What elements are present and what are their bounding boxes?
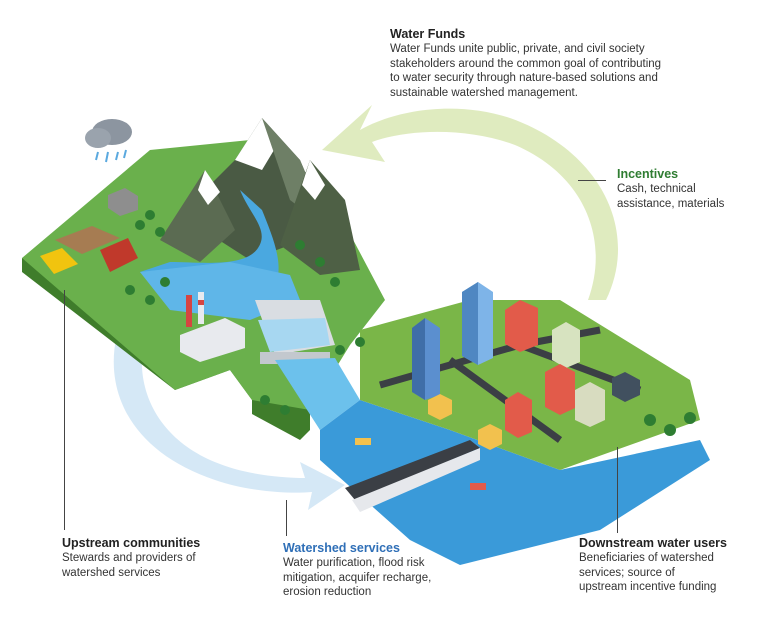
watershed-services-title: Watershed services [283, 541, 400, 555]
water-funds-title: Water Funds [390, 27, 466, 41]
upstream-communities-description: Stewards and providers of watershed serv… [62, 552, 196, 579]
downstream-island-water [320, 400, 710, 565]
downstream-leader-line [617, 447, 618, 533]
farm [40, 188, 138, 274]
water-funds-description: Water Funds unite public, private, and c… [390, 43, 662, 99]
dam [255, 300, 335, 364]
downstream-water-users-description: Beneficiaries of watershed services; sou… [579, 552, 717, 593]
power-plant [180, 292, 245, 362]
incentives-description: Cash, technical assistance, materials [617, 183, 725, 210]
incentives-callout: Incentives Cash, technical assistance, m… [617, 167, 757, 211]
boat [355, 438, 371, 445]
city-buildings [412, 282, 640, 450]
mountain-range [160, 118, 360, 275]
watershed-services-callout: Watershed services Water purification, f… [283, 541, 453, 600]
upstream-leader-line [64, 290, 65, 530]
downstream-island-top [360, 300, 700, 470]
rain-cloud [85, 119, 132, 163]
incentives-title: Incentives [617, 167, 679, 181]
trees [125, 210, 696, 436]
upstream-communities-callout: Upstream communities Stewards and provid… [62, 536, 232, 580]
watershed-services-leader-line [286, 500, 287, 536]
river-channel [275, 358, 360, 430]
bridge [345, 440, 480, 512]
upstream-communities-title: Upstream communities [62, 536, 201, 550]
downstream-water-users-title: Downstream water users [579, 536, 727, 550]
watershed-services-description: Water purification, flood risk mitigatio… [283, 557, 432, 598]
water-funds-callout: Water Funds Water Funds unite public, pr… [390, 27, 680, 100]
incentives-leader-line [578, 180, 606, 181]
downstream-water-users-callout: Downstream water users Beneficiaries of … [579, 536, 759, 595]
incentives-flow-arrow [322, 105, 619, 300]
boat [470, 483, 486, 490]
